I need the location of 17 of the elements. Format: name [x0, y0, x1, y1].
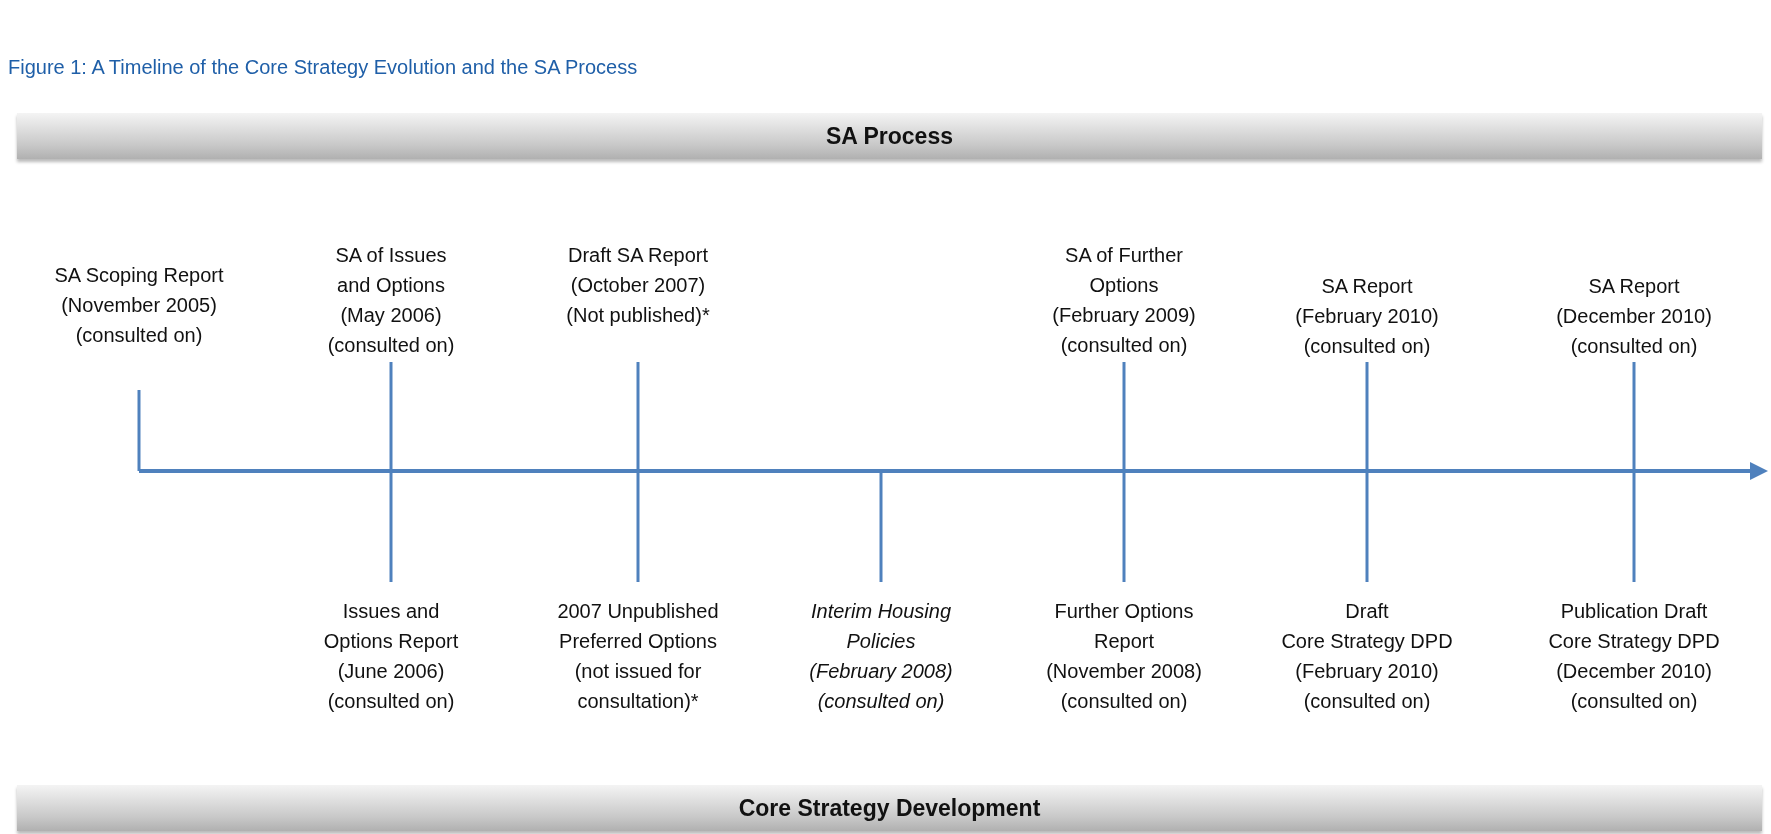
timeline-label: Publication Draft Core Strategy DPD (December 2010) (consulted on): [1547, 599, 1721, 714]
timeline-label: SA Report (December 2010) (consulted on): [1555, 274, 1713, 359]
timeline-label: Further Options Report (November 2008) (consulted on): [1045, 599, 1203, 714]
band-heading: SA Process: [826, 122, 953, 150]
figure-title: Figure 1: A Timeline of the Core Strategy Evolution and the SA Process: [8, 56, 638, 79]
timeline-label: Issues and Options Report (June 2006) (consulted on): [322, 599, 460, 714]
timeline-label: Interim Housing Policies (February 2008) (consulted on): [808, 599, 954, 714]
timeline-label: SA of Further Options (February 2009) (consulted on): [1051, 243, 1197, 358]
timeline-label: SA of Issues and Options (May 2006) (consulted on): [326, 243, 456, 358]
timeline-label: 2007 Unpublished Preferred Options (not issued for consultation)*: [556, 599, 720, 714]
heading-band: [17, 785, 1762, 831]
band-heading: Core Strategy Development: [738, 794, 1041, 822]
timeline-label: Draft SA Report (October 2007) (Not published)*: [565, 243, 711, 328]
timeline-label: SA Scoping Report (November 2005) (consulted on): [53, 263, 225, 348]
timeline-label: Draft Core Strategy DPD (February 2010) (consulted on): [1280, 599, 1454, 714]
heading-band: [17, 113, 1762, 159]
timeline-label: SA Report (February 2010) (consulted on): [1294, 274, 1440, 359]
